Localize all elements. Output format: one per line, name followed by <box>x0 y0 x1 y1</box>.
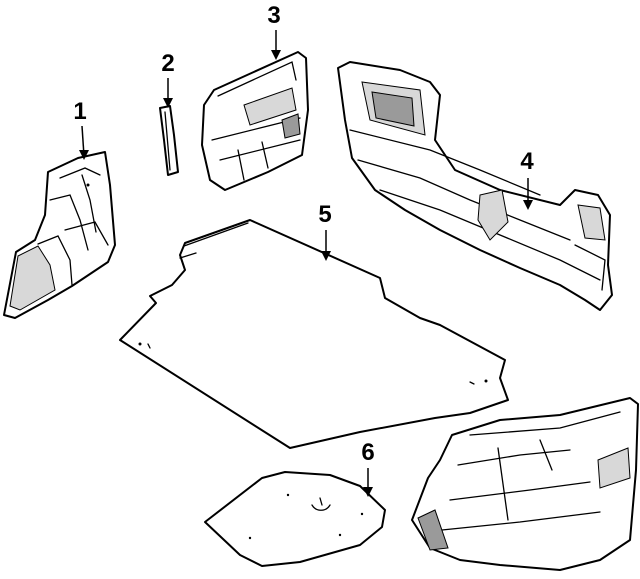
callout-2: 2 <box>161 50 175 77</box>
callout-5: 5 <box>318 201 332 228</box>
part-2-seal-strip <box>159 105 179 176</box>
leader-lines <box>79 30 533 497</box>
callout-1: 1 <box>73 98 87 125</box>
part-1-left-trim-panel <box>3 151 116 319</box>
part-4-rear-panel-finish <box>337 61 613 311</box>
right-trim-panel <box>411 397 639 571</box>
part-5-trunk-mat <box>119 219 509 449</box>
callout-6: 6 <box>361 439 375 466</box>
part-3-rear-panel-trim <box>201 51 309 191</box>
callout-4: 4 <box>520 148 534 175</box>
callout-3: 3 <box>267 2 281 29</box>
part-6-spare-cover <box>204 471 386 567</box>
